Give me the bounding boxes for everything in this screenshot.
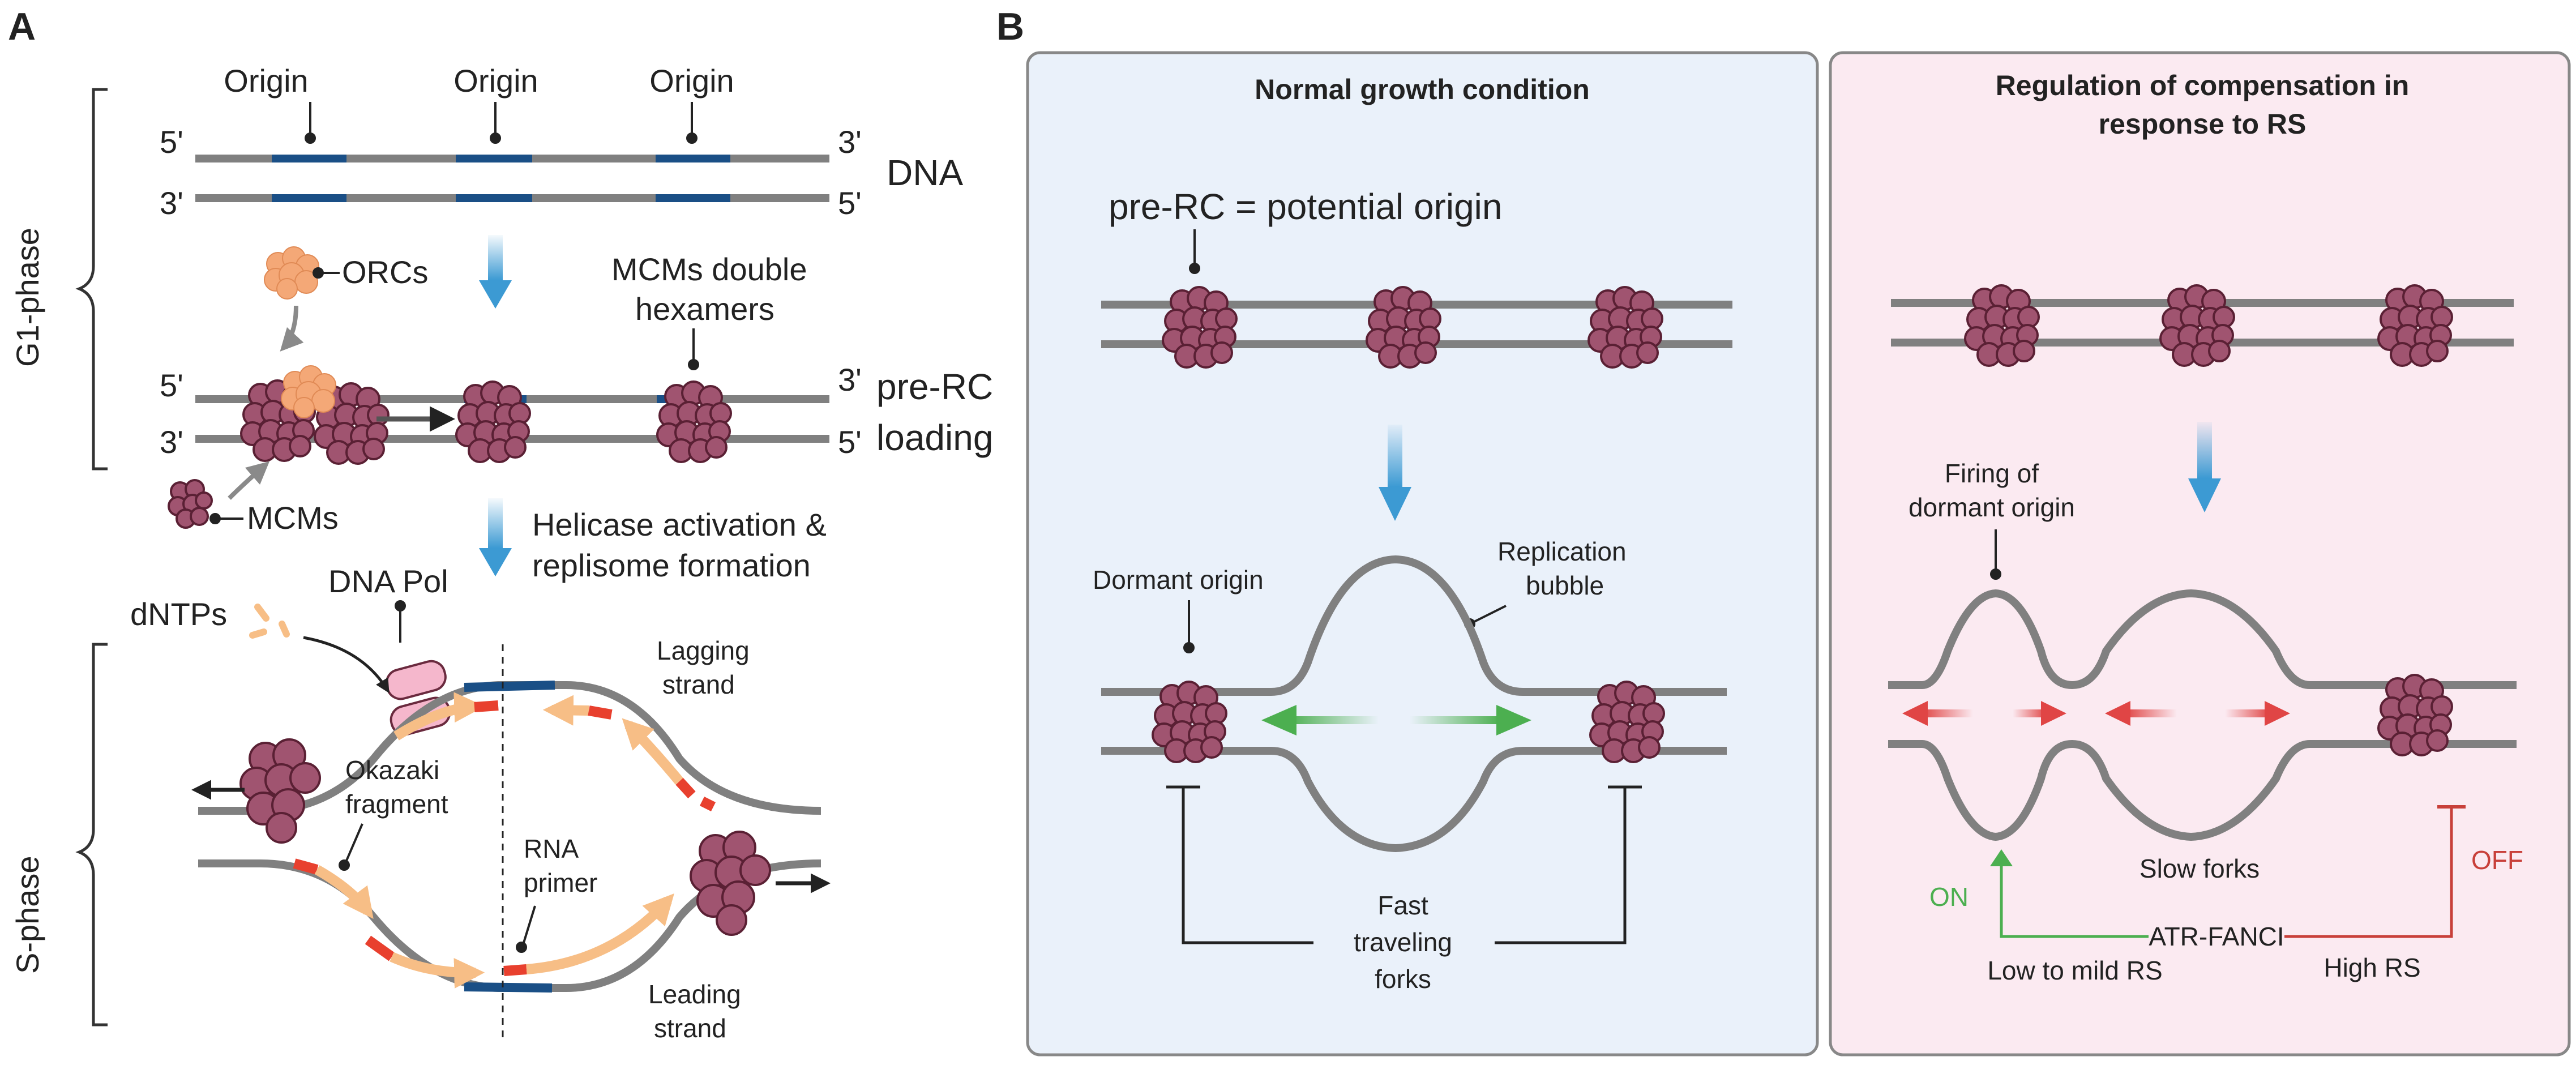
rs-title-1: Regulation of compensation in: [1996, 70, 2410, 101]
blue-arrow-2: [479, 498, 512, 576]
mcm-double-hexamer-3-icon: [656, 380, 732, 463]
fast-fork-bracket-right: [1495, 787, 1627, 944]
prerc-potential-origin-label: pre-RC = potential origin: [1109, 186, 1502, 227]
dna-top-5prime: 5': [160, 124, 183, 160]
high-rs-label: High RS: [2323, 953, 2420, 982]
leading-label-2: strand: [654, 1013, 726, 1043]
panel-a: A G1-phase S-phase Origin Origin Origin …: [8, 5, 993, 1043]
rs-dna-top: [1891, 284, 2514, 367]
prerc-label-1: pre-RC: [876, 366, 993, 407]
fast-fork-arrows: [1261, 705, 1531, 735]
firing-dormant-label-2: dormant origin: [1909, 493, 2075, 522]
off-label: OFF: [2471, 845, 2523, 875]
lagging-label-1: Lagging: [657, 636, 750, 665]
dna-prerc-3prime: 3': [160, 424, 183, 460]
g1-phase-label: G1-phase: [10, 228, 45, 367]
mcms-label: MCMs: [247, 500, 339, 536]
helicase-label-2: replisome formation: [532, 548, 811, 583]
panel-b: B Normal growth condition pre-RC = poten…: [996, 5, 2571, 1057]
lagging-label-2: strand: [662, 670, 735, 699]
replication-bubble-label-1: Replication: [1497, 537, 1627, 566]
fast-forks-label-2: traveling: [1354, 927, 1452, 957]
okazaki-label-1: Okazaki: [345, 755, 439, 785]
dormant-origin-label: Dormant origin: [1093, 565, 1264, 594]
panel-a-letter: A: [8, 5, 36, 48]
on-label: ON: [1929, 882, 1969, 912]
origin-label-2: Origin: [453, 63, 538, 99]
okazaki-label-2: fragment: [345, 789, 448, 819]
panel-b-letter: B: [996, 5, 1024, 48]
dna-pol-label: DNA Pol: [328, 563, 448, 599]
firing-dormant-label-1: Firing of: [1945, 459, 2039, 488]
atr-fanci-label: ATR-FANCI: [2149, 922, 2284, 951]
dna-prerc-5prime-right: 5': [838, 424, 862, 460]
dntp-arrow: [303, 636, 390, 694]
prerc-label-2: loading: [876, 417, 993, 458]
slow-forks-label: Slow forks: [2139, 854, 2260, 883]
rs-title-2: response to RS: [2099, 108, 2307, 140]
g1-phase-brace: [75, 88, 108, 471]
dna-prerc-3prime-right: 3': [838, 362, 862, 397]
normal-dna-top: [1101, 286, 1732, 369]
on-regulation-line: [2000, 863, 2149, 938]
low-rs-label: Low to mild RS: [1987, 956, 2162, 985]
dna-top: [195, 155, 829, 202]
off-regulation-line: [2284, 807, 2453, 938]
dntps-label: dNTPs: [130, 596, 227, 632]
orc-bound-icon: [281, 365, 336, 418]
orc-arrow: [280, 305, 304, 352]
replication-bubble-label-2: bubble: [1526, 571, 1604, 600]
rs-blue-arrow: [2188, 422, 2221, 512]
mcm-arrow: [228, 461, 270, 500]
fast-forks-label-1: Fast: [1377, 891, 1428, 920]
helicase-right-icon: [690, 831, 771, 936]
fast-forks-label-3: forks: [1375, 964, 1431, 994]
mcm-free-icon: [168, 479, 213, 529]
slow-fork-arrows: [1902, 701, 2290, 726]
orcs-label: ORCs: [342, 254, 428, 290]
dna-label: DNA: [887, 152, 963, 193]
rna-primer-label-2: primer: [524, 868, 597, 897]
helicase-label-1: Helicase activation &: [532, 507, 827, 542]
origin-label-1: Origin: [224, 63, 308, 99]
rna-primer-label-1: RNA: [524, 834, 579, 863]
leading-label-1: Leading: [648, 980, 741, 1009]
dna-prerc-5prime: 5': [160, 367, 183, 403]
normal-growth-title: Normal growth condition: [1255, 74, 1590, 105]
s-phase-label: S-phase: [10, 856, 45, 974]
dna-top-3prime: 3': [160, 185, 183, 221]
helicase-left-icon: [239, 738, 321, 844]
origin-label-3: Origin: [649, 63, 734, 99]
blue-arrow-1: [479, 235, 512, 309]
normal-blue-arrow: [1379, 425, 1411, 521]
dna-top-3prime-right: 3': [838, 124, 862, 160]
mcm-double-hexamer-icon: [455, 380, 531, 463]
s-phase-brace: [75, 643, 108, 1026]
origin-pins: [305, 102, 698, 144]
dna-top-5prime-right: 5': [838, 185, 862, 221]
mcm-double-label-2: hexamers: [635, 291, 774, 327]
mcm-double-label-1: MCMs double: [611, 251, 807, 287]
normal-bubble: [1101, 555, 1727, 853]
rs-bubbles: [1888, 589, 2517, 841]
orc-complex-icon: [264, 246, 319, 300]
dntps-icon: [249, 604, 290, 639]
on-arrowhead: [1990, 849, 2013, 866]
fast-fork-bracket-left: [1182, 787, 1313, 944]
